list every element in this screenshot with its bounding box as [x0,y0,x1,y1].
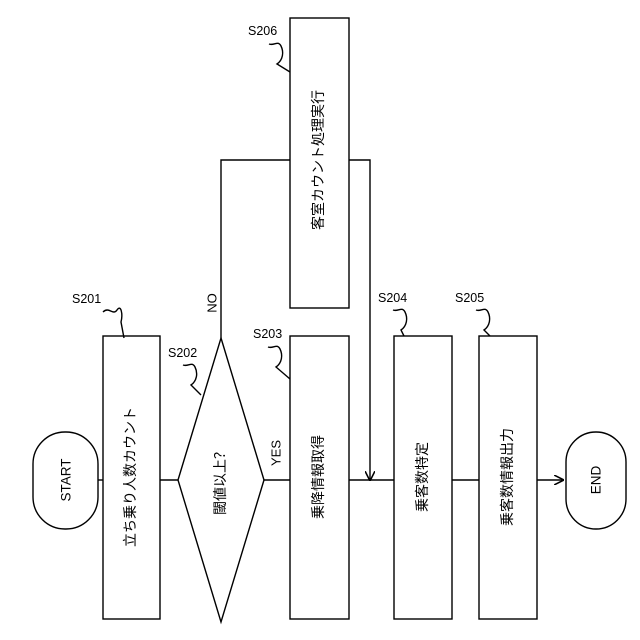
step-s204: 乗客数特定 S204 [378,291,452,619]
step-s203: 乗降情報取得 S203 [253,327,349,619]
yes-label: YES [269,440,284,466]
start-terminal: START [33,432,98,529]
step-s203-leader-line [268,346,290,379]
no-label: NO [205,293,220,313]
end-label: END [589,466,604,495]
step-s206: 客室カウント処理実行 S206 [248,18,349,308]
step-s201-leader-line [103,308,124,338]
step-s204-label: 乗客数特定 [414,442,431,512]
step-s202: 閾値以上？ S202 YES NO [168,293,284,622]
step-s205: 乗客数情報出力 S205 [455,291,537,619]
step-s201-label: 立ち乗り人数カウント [123,407,139,547]
step-s204-leader-line [393,309,407,336]
step-s204-id: S204 [378,291,407,305]
step-s201-id: S201 [72,292,101,306]
step-s206-leader-line [269,43,290,72]
step-s206-id: S206 [248,24,277,38]
step-s202-leader-line [183,364,201,395]
step-s202-id: S202 [168,346,197,360]
step-s206-label: 客室カウント処理実行 [310,90,327,230]
step-s205-leader-line [476,309,490,336]
step-s205-id: S205 [455,291,484,305]
step-s203-id: S203 [253,327,282,341]
step-s202-label: 閾値以上？ [213,445,229,515]
step-s203-label: 乗降情報取得 [310,435,327,519]
start-label: START [59,458,74,501]
step-s205-label: 乗客数情報出力 [499,428,516,526]
end-terminal: END [566,432,626,529]
